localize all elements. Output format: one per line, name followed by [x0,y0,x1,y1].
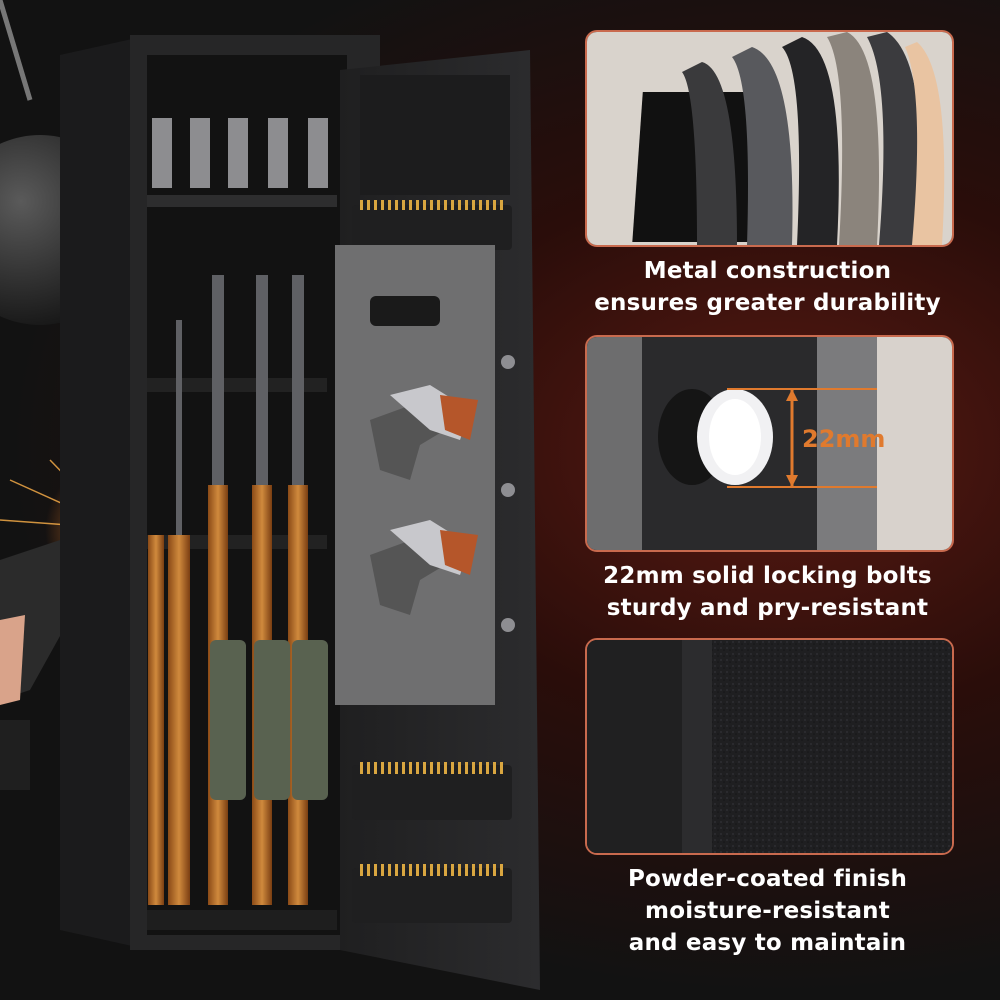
gun-safe-scene [0,0,540,990]
locking-bolt-panel: 22mm [585,335,954,552]
caption-line: and easy to maintain [628,930,907,956]
feature-caption-bolts: 22mm solid locking bolts sturdy and pry-… [565,560,970,624]
caption-line: sturdy and pry-resistant [606,595,929,621]
caption-line: Powder-coated finish [627,866,908,892]
powder-coat-panel [585,638,954,855]
caption-line: 22mm solid locking bolts [603,563,932,589]
metal-layers-panel [585,30,954,247]
safe-cabinet [60,35,380,950]
feature-caption-metal: Metal construction ensures greater durab… [565,255,970,319]
caption-line: ensures greater durability [594,290,941,316]
caption-line: moisture-resistant [645,898,890,924]
bolt-size-label: 22mm [802,425,886,453]
feature-caption-finish: Powder-coated finish moisture-resistant … [565,863,970,959]
safe-door [335,50,540,990]
caption-line: Metal construction [643,258,892,284]
